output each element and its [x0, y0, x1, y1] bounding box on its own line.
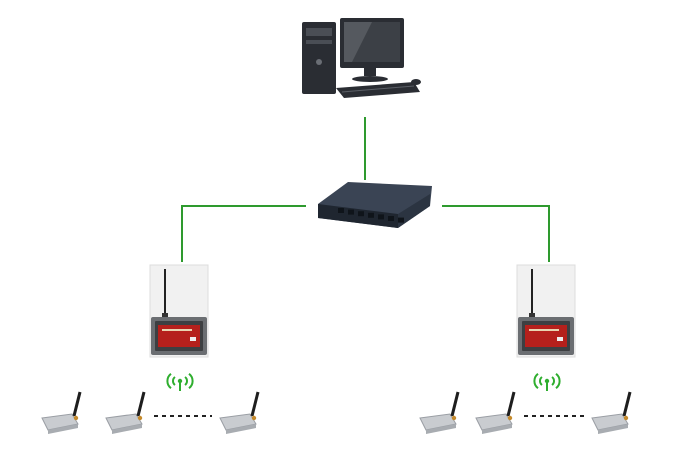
wireless-gateway-icon	[149, 264, 209, 358]
connector-lines	[181, 117, 550, 262]
switch-port	[388, 216, 394, 221]
switch-port	[358, 211, 364, 217]
desktop-computer-icon	[302, 18, 421, 98]
wireless-sensor-node-icon	[591, 391, 632, 434]
network-switch-icon	[318, 182, 432, 228]
switch-ports	[338, 208, 404, 223]
wireless-sensor-node-icon	[41, 391, 82, 434]
switch-to-left-gateway-line	[181, 205, 306, 262]
switch-port	[368, 212, 374, 218]
wireless-sensor-node-icon	[475, 391, 516, 434]
switch-port	[338, 208, 344, 213]
wireless-sensor-node-icon	[419, 391, 460, 434]
switch-port	[378, 214, 384, 220]
sensor-group	[41, 391, 260, 434]
wireless-sensor-node-icon	[105, 391, 146, 434]
wireless-signal-icon	[166, 373, 194, 391]
wireless-icons	[166, 373, 561, 391]
switch-port	[348, 209, 354, 215]
gateways	[149, 264, 576, 358]
wireless-sensor-node-icon	[219, 391, 260, 434]
wireless-gateway-icon	[516, 264, 576, 358]
sensor-groups	[41, 391, 632, 434]
wireless-signal-icon	[533, 373, 561, 391]
sensor-group	[419, 391, 632, 434]
switch-port	[398, 217, 404, 223]
switch-to-right-gateway-line	[442, 205, 550, 262]
